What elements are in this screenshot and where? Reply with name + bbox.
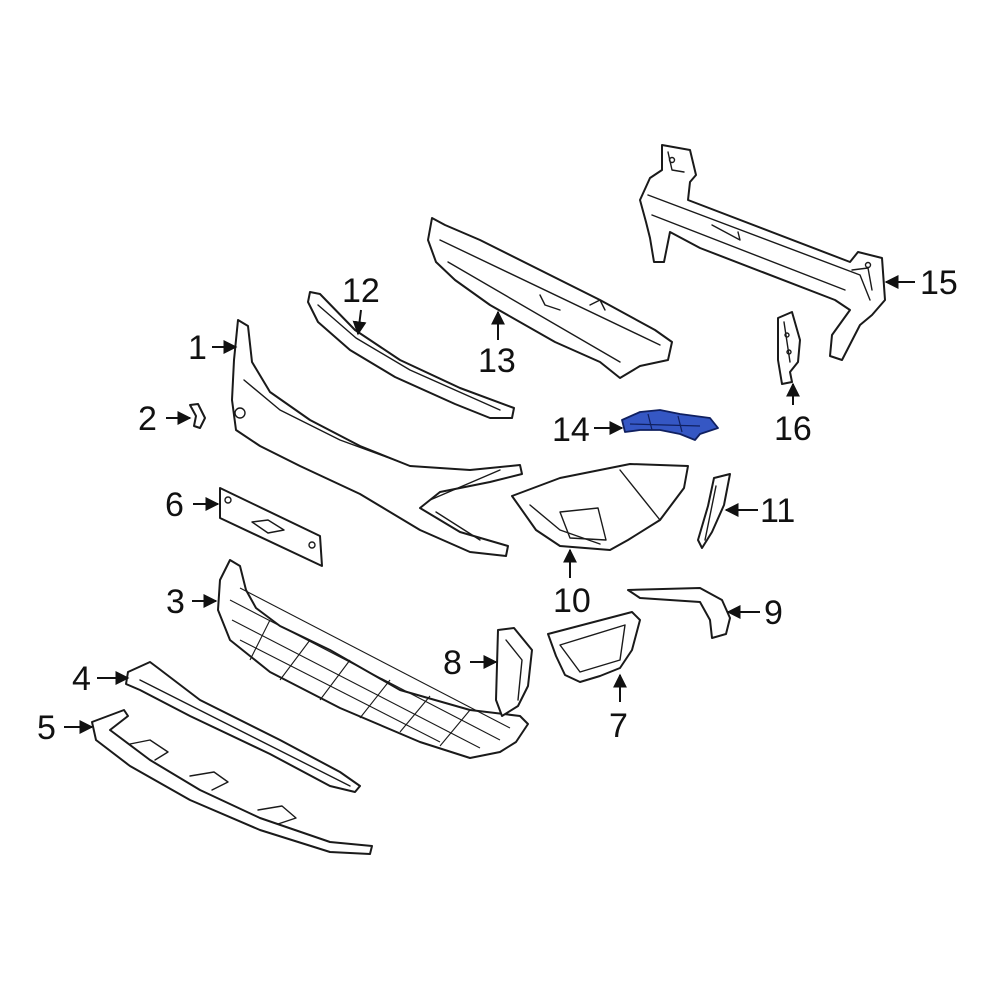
part-14-bracket[interactable]: [621, 409, 719, 441]
callout-5: 5: [37, 709, 56, 747]
part-5-skid-plate[interactable]: [91, 709, 373, 855]
callout-labels: 1 2 3 4 5 6 7 8 9 10 11 12 13 14 15 16: [37, 264, 958, 747]
part-2-clip[interactable]: [189, 403, 206, 429]
part-13-absorber[interactable]: [427, 217, 673, 379]
callout-3: 3: [166, 583, 185, 621]
part-8-grille-insert[interactable]: [495, 627, 533, 717]
callout-15: 15: [920, 264, 958, 302]
part-10-lamp-housing[interactable]: [511, 463, 689, 551]
part-7-bezel[interactable]: [547, 611, 641, 683]
part-4-lower-strip[interactable]: [125, 661, 361, 793]
callout-4: 4: [72, 660, 91, 698]
part-15-impact-bar[interactable]: [639, 144, 886, 361]
callout-8: 8: [443, 644, 462, 682]
callout-12: 12: [342, 272, 380, 310]
callout-6: 6: [165, 486, 184, 524]
part-16-bracket[interactable]: [777, 311, 801, 385]
callout-7: 7: [609, 707, 628, 745]
callout-14: 14: [552, 411, 590, 449]
part-3-lower-grille[interactable]: [217, 559, 529, 759]
callout-11: 11: [760, 492, 795, 530]
part-9-trim-molding[interactable]: [627, 587, 731, 639]
callout-9: 9: [764, 594, 783, 632]
leader-lines: [64, 275, 915, 734]
part-6-plate-bracket[interactable]: [219, 487, 323, 567]
callout-1: 1: [188, 329, 207, 367]
callout-16: 16: [774, 410, 812, 448]
part-1-bumper-cover[interactable]: [231, 319, 523, 557]
callout-2: 2: [138, 400, 157, 438]
callout-13: 13: [478, 342, 516, 380]
callout-10: 10: [553, 582, 591, 620]
part-11-side-trim[interactable]: [697, 473, 731, 549]
